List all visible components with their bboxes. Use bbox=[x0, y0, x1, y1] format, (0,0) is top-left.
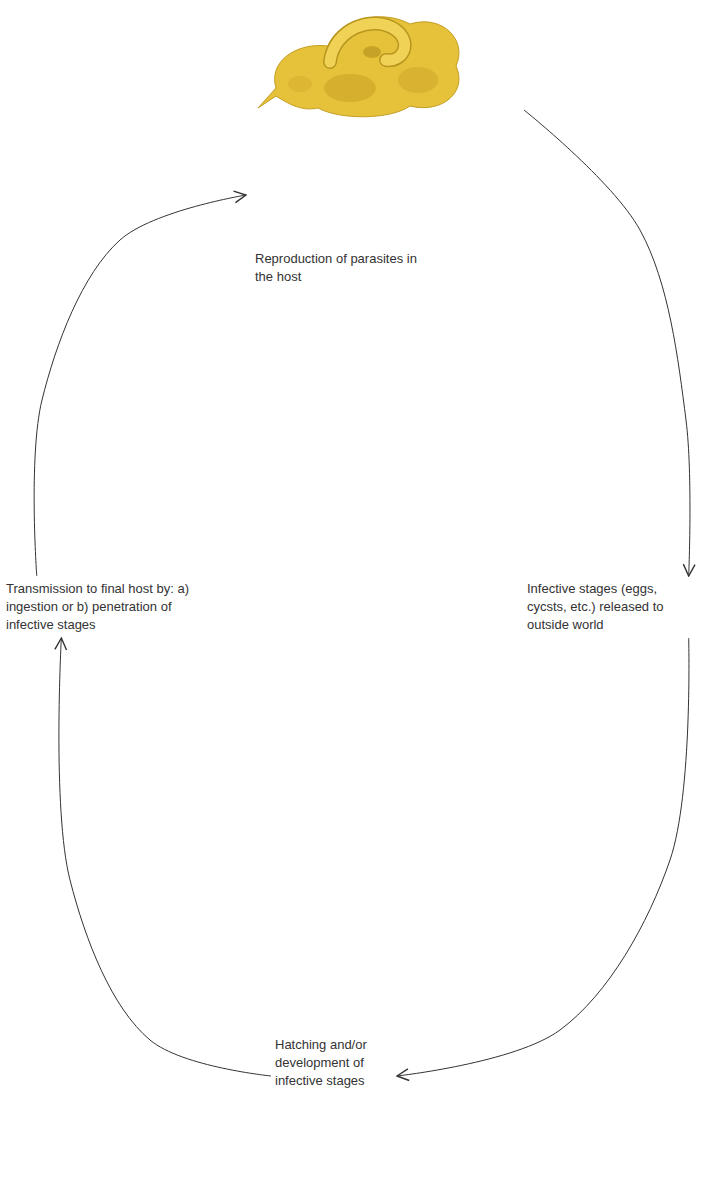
cycle-arrow bbox=[524, 110, 690, 576]
body-shading bbox=[324, 74, 376, 102]
body-shading bbox=[363, 46, 381, 58]
step-text: Hatching and/or development of infective… bbox=[275, 1036, 393, 1090]
cycle-arrow bbox=[59, 638, 271, 1076]
step-text: Transmission to final host by: a) ingest… bbox=[6, 580, 211, 634]
cycle-step: Hatching and/or development of infective… bbox=[275, 1036, 393, 1090]
cycle-step: Transmission to final host by: a) ingest… bbox=[6, 580, 211, 634]
cycle-arrow bbox=[34, 195, 246, 576]
cycle-step: Reproduction of parasites in the host bbox=[250, 0, 520, 286]
body-shading bbox=[398, 67, 438, 93]
cycle-arrow bbox=[397, 638, 689, 1076]
parasite-body bbox=[258, 17, 459, 117]
worm-outline bbox=[330, 23, 405, 62]
body-shading bbox=[288, 76, 312, 92]
step-text: Reproduction of parasites in the host bbox=[255, 250, 425, 286]
worm-coil bbox=[330, 23, 405, 62]
step-text: Infective stages (eggs, cycsts, etc.) re… bbox=[527, 580, 699, 634]
cycle-step: Infective stages (eggs, cycsts, etc.) re… bbox=[527, 580, 699, 634]
parasite-figure bbox=[258, 17, 459, 117]
